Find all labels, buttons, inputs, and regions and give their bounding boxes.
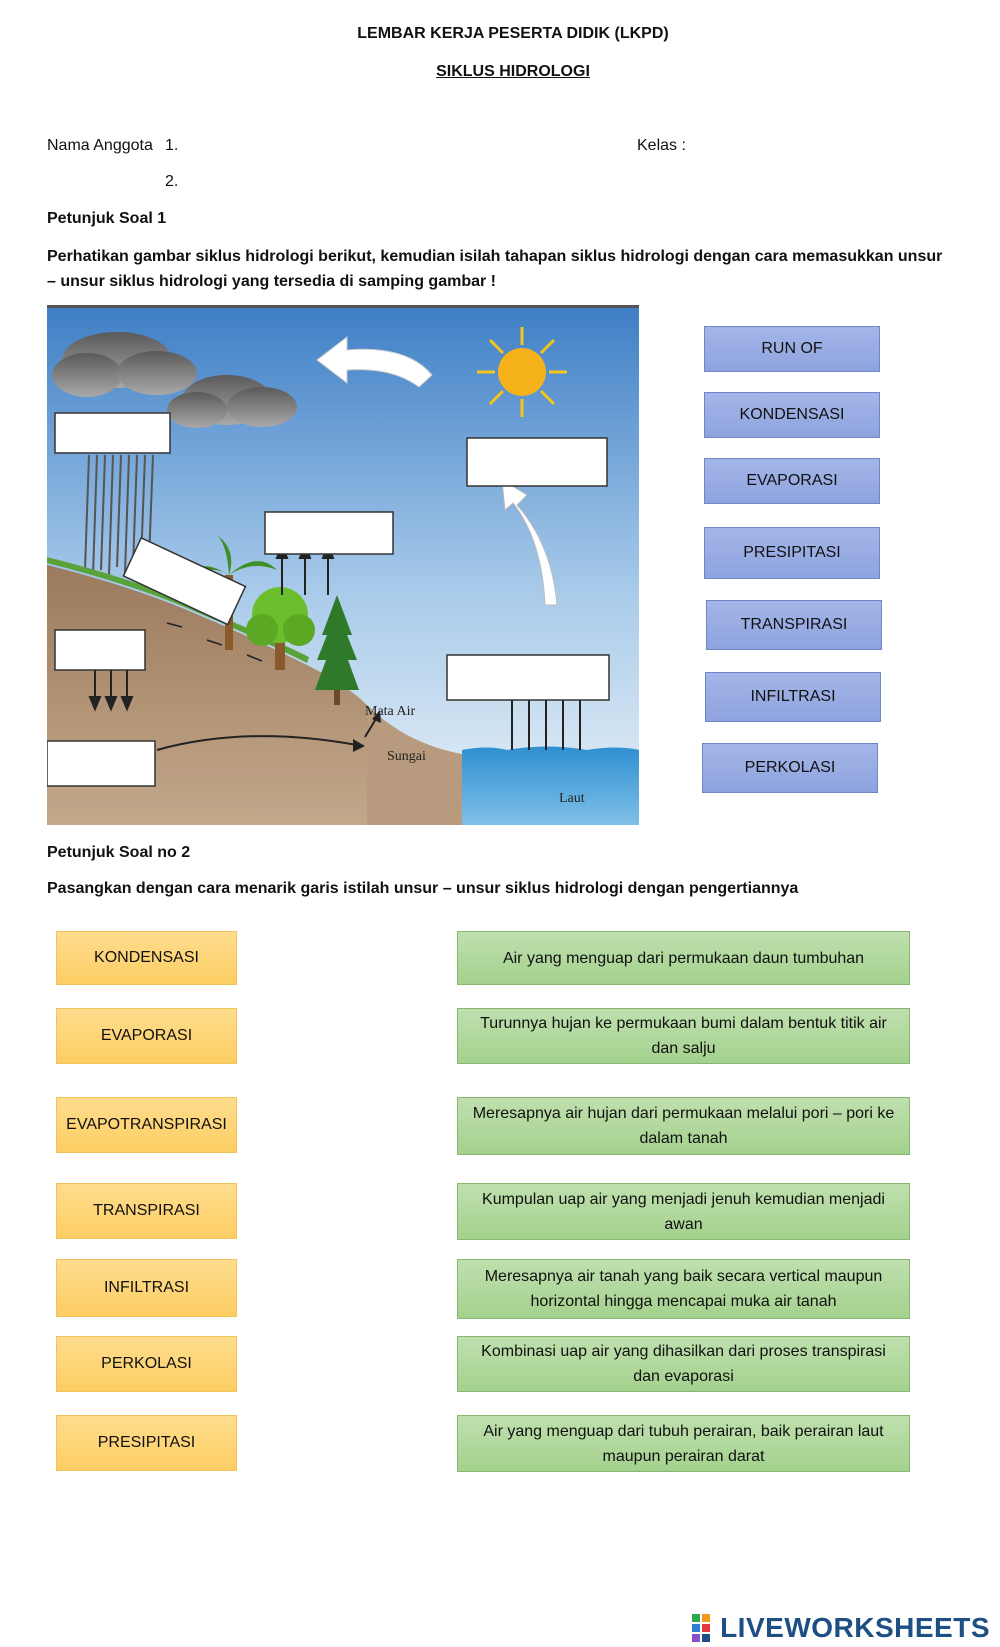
liveworksheets-logo-text: LIVEWORKSHEETS [720,1612,990,1643]
wind-arrow [316,335,433,388]
groundwater-arrowhead [353,739,365,752]
term-kondensasi[interactable]: KONDENSASI [56,931,237,985]
member-line-1: 1. [165,137,179,154]
cloud-left [52,332,197,397]
section1-heading: Petunjuk Soal 1 [47,210,167,227]
runoff-arrows [166,622,263,662]
hydrology-cycle-diagram: Mata Air Sungai Laut [47,305,639,825]
answer-slot-4[interactable] [122,536,247,626]
option-presipitasi[interactable]: PRESIPITASI [704,527,880,579]
term-presipitasi[interactable]: PRESIPITASI [56,1415,237,1471]
pine-tree [315,595,359,705]
option-transpirasi[interactable]: TRANSPIRASI [706,600,882,650]
liveworksheets-logo: LIVEWORKSHEETS [692,1612,990,1644]
option-kondensasi[interactable]: KONDENSASI [704,392,880,438]
term-perkolasi[interactable]: PERKOLASI [56,1336,237,1392]
definition-3[interactable]: Meresapnya air hujan dari permukaan mela… [457,1097,910,1155]
answer-slot-3[interactable] [264,511,394,555]
class-label: Kelas : [637,137,686,154]
term-evaporasi[interactable]: EVAPORASI [56,1008,237,1064]
groundwater-arrow [156,735,358,751]
answer-slot-1[interactable] [54,412,171,454]
page-title: LEMBAR KERJA PESERTA DIDIK (LKPD) [357,25,669,42]
answer-slot-7[interactable] [47,740,156,787]
member-line-2: 2. [165,173,179,190]
option-infiltrasi[interactable]: INFILTRASI [705,672,881,722]
label-sea: Laut [559,791,585,806]
infiltration-arrows [88,670,134,712]
vapor-arrow [501,479,558,606]
option-perkolasi[interactable]: PERKOLASI [702,743,878,793]
spring-arrow [364,716,378,738]
section2-instruction: Pasangkan dengan cara menarik garis isti… [47,880,799,897]
label-river: Sungai [387,749,426,764]
definition-1[interactable]: Air yang menguap dari permukaan daun tum… [457,931,910,985]
sun [477,327,567,417]
definition-7[interactable]: Air yang menguap dari tubuh perairan, ba… [457,1415,910,1472]
definition-4[interactable]: Kumpulan uap air yang menjadi jenuh kemu… [457,1183,910,1240]
answer-slot-2[interactable] [466,437,608,487]
diagram-top-border [47,305,639,308]
sun-disc [498,348,546,396]
page-subtitle: SIKLUS HIDROLOGI [436,63,590,80]
definition-6[interactable]: Kombinasi uap air yang dihasilkan dari p… [457,1336,910,1392]
definition-2[interactable]: Turunnya hujan ke permukaan bumi dalam b… [457,1008,910,1064]
label-spring: Mata Air [365,704,415,719]
term-transpirasi[interactable]: TRANSPIRASI [56,1183,237,1239]
spring-arrowhead [372,710,381,723]
option-evaporasi[interactable]: EVAPORASI [704,458,880,504]
cloud-right [167,375,297,428]
liveworksheets-logo-icon [692,1614,711,1642]
round-tree [246,587,315,670]
term-infiltrasi[interactable]: INFILTRASI [56,1259,237,1317]
option-run-of[interactable]: RUN OF [704,326,880,372]
section1-instruction: Perhatikan gambar siklus hidrologi berik… [47,248,943,290]
section2-heading: Petunjuk Soal no 2 [47,844,191,861]
grass [47,557,309,663]
member-name-label: Nama Anggota [47,137,153,154]
definition-5[interactable]: Meresapnya air tanah yang baik secara ve… [457,1259,910,1319]
sea [462,746,639,825]
answer-slot-6[interactable] [446,654,610,701]
term-evapotranspirasi[interactable]: EVAPOTRANSPIRASI [56,1097,237,1153]
answer-slot-5[interactable] [54,629,146,671]
ground-flat [367,705,467,825]
